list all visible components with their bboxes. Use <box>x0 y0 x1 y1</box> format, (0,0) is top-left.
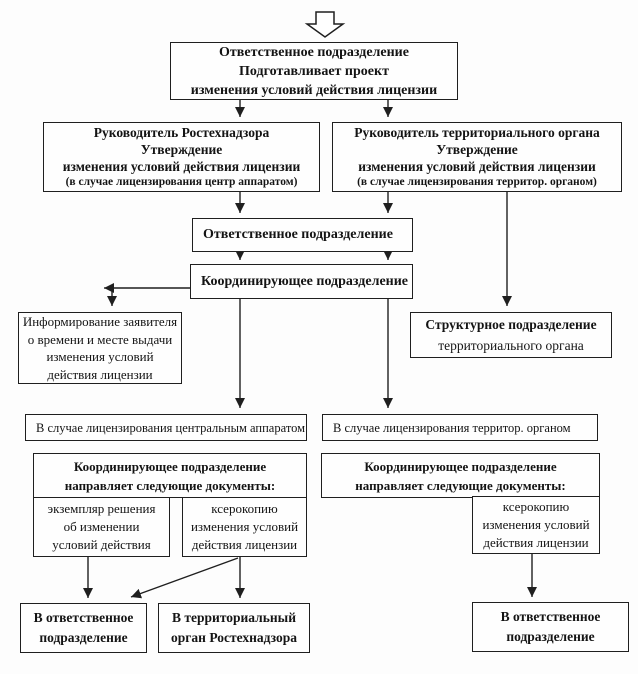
text-line: В ответственное <box>500 609 601 624</box>
text-line: (в случае лицензирования центр аппаратом… <box>65 176 298 188</box>
box-responsible-unit: Ответственное подразделение <box>192 218 413 252</box>
text-line: ксерокопию <box>502 499 570 514</box>
text-line: территориального органа <box>438 338 584 353</box>
box-doc-decision-copy: экземпляр решения об изменении условий д… <box>33 497 170 557</box>
box-to-responsible-right: В ответственное подразделение <box>472 602 629 652</box>
box-doc-license-copy-left: ксерокопию изменения условий действия ли… <box>182 497 307 557</box>
box-to-territorial-organ: В территориальный орган Ростехнадзора <box>158 603 310 653</box>
text-line: изменения условий <box>46 349 154 364</box>
box-doc-license-copy-right: ксерокопию изменения условий действия ли… <box>472 496 600 554</box>
text-line: об изменении <box>63 519 140 534</box>
text-line: Утверждение <box>140 142 223 157</box>
box-docs-right: Координирующее подразделение направляет … <box>321 453 600 498</box>
text-line: действия лицензии <box>47 366 153 382</box>
box-responsible-prepare: Ответственное подразделение Подготавлива… <box>170 42 458 100</box>
text-line: В территориальный <box>172 610 296 625</box>
box-head-territorial: Руководитель территориального органа Утв… <box>332 122 622 192</box>
text-line: Структурное подразделение <box>425 317 597 332</box>
text-line: Руководитель территориального органа <box>354 125 600 140</box>
text-line: Руководитель Ростехнадзора <box>93 125 270 140</box>
box-inform-applicant: Информирование заявителя о времени и мес… <box>18 312 182 384</box>
text-line: изменения условий <box>482 517 590 532</box>
text-line: о времени и месте выдачи <box>27 331 173 347</box>
text-line: подразделение <box>39 630 128 645</box>
box-case-central: В случае лицензирования центральным аппа… <box>25 414 307 441</box>
text-line: изменения условий <box>190 519 299 534</box>
text-line: действия лицензии <box>191 537 298 552</box>
start-down-block-arrow-icon <box>304 11 346 38</box>
box-coordinating-unit: Координирующее подразделение <box>190 264 413 299</box>
box-docs-left: Координирующее подразделение направляет … <box>33 453 307 498</box>
text-line: условий действия <box>52 537 151 552</box>
box-case-territorial: В случае лицензирования территор. органо… <box>322 414 598 441</box>
text-line: Ответственное подразделение <box>219 44 409 60</box>
box-structural-unit: Структурное подразделение территориально… <box>410 312 612 358</box>
text-line: Информирование заявителя <box>22 314 178 329</box>
text-line: Утверждение <box>436 142 518 157</box>
text-line: орган Ростехнадзора <box>171 630 297 645</box>
text-line: Ответственное подразделение <box>203 227 393 242</box>
text-line: В случае лицензирования центральным аппа… <box>36 420 306 435</box>
text-line: В случае лицензирования территор. органо… <box>333 420 571 435</box>
text-line: подразделение <box>506 629 595 644</box>
text-line: Координирующее подразделение <box>201 273 408 289</box>
text-line: изменения условий действия лицензии <box>62 159 301 174</box>
text-line: направляет следующие документы: <box>64 477 276 493</box>
text-line: изменения условий действия лицензии <box>190 82 438 98</box>
box-head-rostekhnadzor: Руководитель Ростехнадзора Утверждение и… <box>43 122 320 192</box>
text-line: Координирующее подразделение <box>364 458 557 474</box>
text-line: экземпляр решения <box>47 501 156 516</box>
text-line: ксерокопию <box>211 501 278 516</box>
text-line: (в случае лицензирования территор. орган… <box>357 176 597 188</box>
text-line: изменения условий действия лицензии <box>358 159 596 174</box>
text-line: Координирующее подразделение <box>73 458 267 474</box>
box-to-responsible-left: В ответственное подразделение <box>20 603 147 653</box>
text-line: В ответственное <box>33 610 134 625</box>
text-line: направляет следующие документы: <box>355 477 566 493</box>
text-line: Подготавливает проект <box>239 63 389 79</box>
text-line: действия лицензии <box>483 535 589 550</box>
